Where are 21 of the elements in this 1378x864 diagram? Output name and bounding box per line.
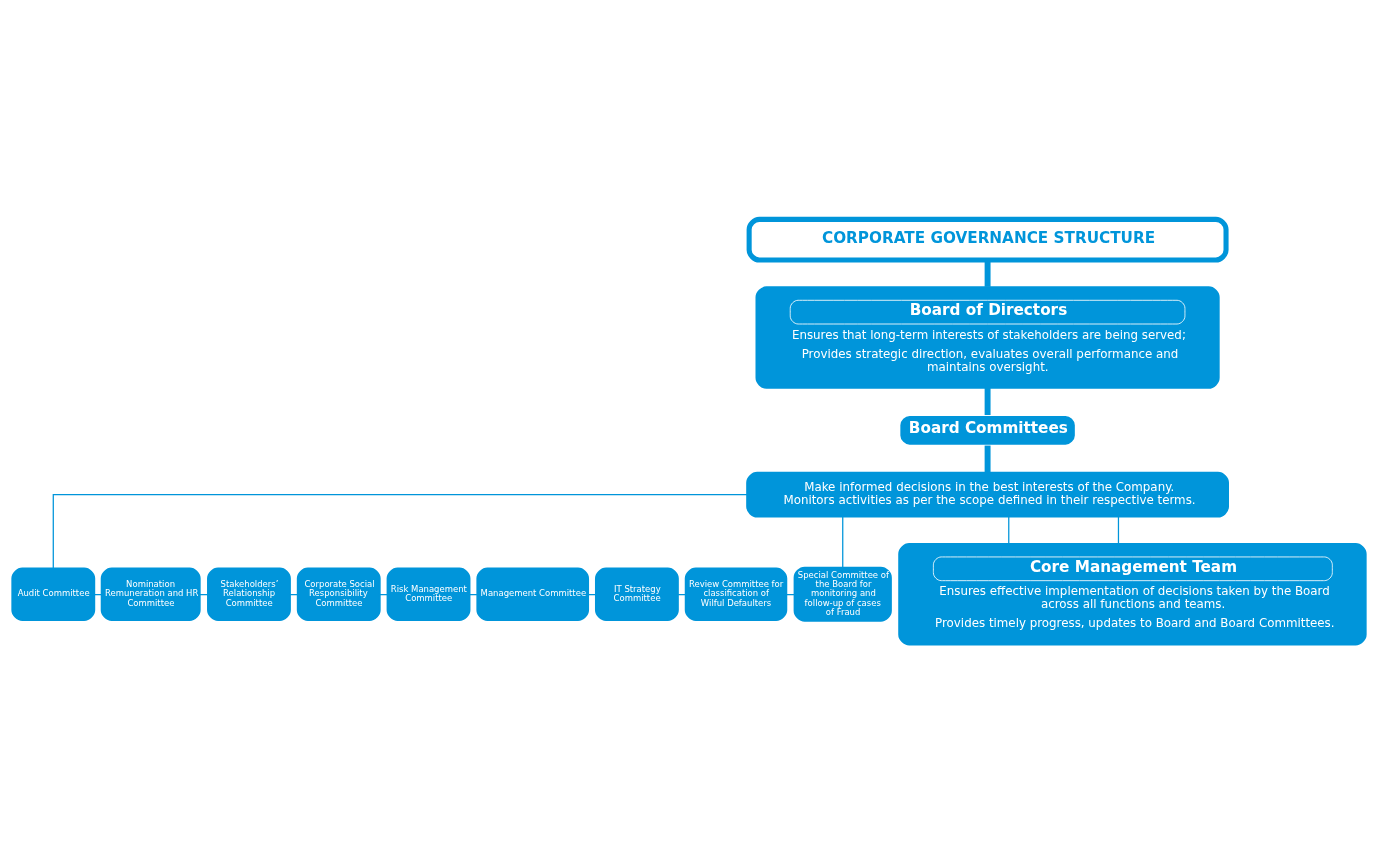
connector [984,260,991,287]
connector [984,445,991,473]
node-box: Corporate Social Responsibility Committee [296,567,381,621]
connector [1008,516,1010,545]
connector [1117,516,1120,545]
connector [52,494,748,569]
node-box: Audit Committee [11,567,96,621]
node-box: IT Strategy Committee [594,567,679,621]
node-box: Nomination Remuneration and HR Committee [100,567,201,621]
node-box: Make informed decisions in the best interests of the Company. Monitors activities as per the scope defined in their respective terms. [746,471,1229,518]
node-box: Board of Directors Ensures that long-term interests of stakeholders are being served; Provides strategic direction, evaluates overall performance and maintains oversight. [755,286,1220,389]
node-box: Board Committees [898,414,1077,447]
connector [842,516,844,568]
connector [984,388,991,416]
node-box: Special Committee of the Board for monitoring and follow-up of cases of Fraud [793,566,892,622]
node-box: CORPORATE GOVERNANCE STRUCTURE [746,216,1229,263]
node-box: Risk Management Committee [386,567,471,621]
node-box: Management Committee [476,567,590,621]
node-box: Stakeholders’ Relationship Committee [207,567,291,621]
node-box: Review Committee for classification of Wilful Defaulters [684,567,788,621]
node-box: Core Management Team Ensures effective implementation of decisions taken by the Board across all functions and teams. Provides timely progress, updates to Board and Board Committees. [898,542,1367,646]
